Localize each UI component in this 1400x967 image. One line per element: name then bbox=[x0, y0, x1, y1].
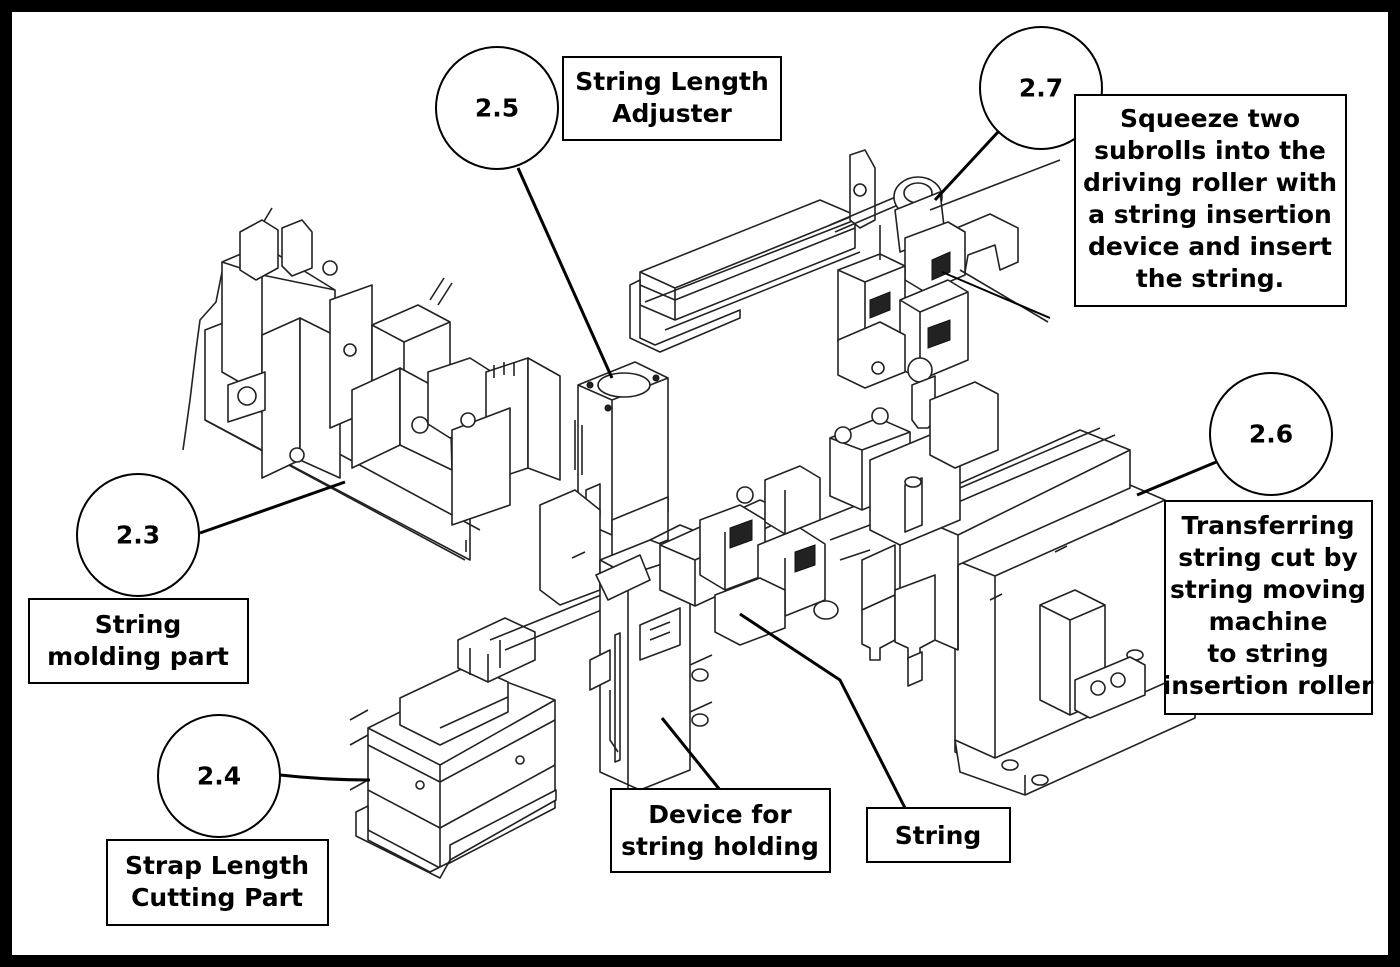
label-string: String bbox=[866, 807, 1011, 863]
label-line: the string. bbox=[1136, 264, 1284, 293]
string-holding-device bbox=[589, 524, 713, 791]
label-line: subrolls into the bbox=[1094, 136, 1326, 165]
label-strap-length-cutting-part: Strap Length Cutting Part bbox=[106, 839, 329, 926]
string-length-adjuster-cylinder bbox=[539, 361, 669, 606]
label-line: machine bbox=[1209, 607, 1328, 636]
svg-text:Transferring: Transferring bbox=[1182, 511, 1355, 540]
svg-text:to string: to string bbox=[1207, 639, 1328, 668]
callout-2-6: 2.6 bbox=[1209, 372, 1333, 496]
svg-text:Device for: Device for bbox=[648, 800, 792, 829]
svg-text:insertion roller: insertion roller bbox=[1163, 671, 1374, 700]
svg-text:Cutting Part: Cutting Part bbox=[131, 883, 303, 912]
svg-text:a string insertion: a string insertion bbox=[1088, 200, 1332, 229]
svg-text:String Length: String Length bbox=[575, 67, 769, 96]
callout-2-5: 2.5 bbox=[435, 46, 559, 170]
label-device-for-string-holding: Device for string holding bbox=[610, 788, 831, 873]
label-line: Cutting Part bbox=[131, 883, 303, 912]
label-line: Transferring bbox=[1182, 511, 1355, 540]
callout-2-3: 2.3 bbox=[76, 473, 200, 597]
callout-number: 2.4 bbox=[197, 762, 241, 791]
svg-text:String: String bbox=[895, 821, 982, 850]
svg-text:Squeeze two: Squeeze two bbox=[1120, 104, 1300, 133]
svg-text:driving roller with: driving roller with bbox=[1083, 168, 1337, 197]
label-line: string holding bbox=[621, 832, 819, 861]
label-string-length-adjuster: String Length Adjuster bbox=[562, 56, 782, 141]
callout-number: 2.6 bbox=[1249, 420, 1293, 449]
svg-text:molding part: molding part bbox=[47, 642, 229, 671]
label-line: Adjuster bbox=[612, 99, 732, 128]
label-line: Strap Length bbox=[125, 851, 309, 880]
label-line: to string bbox=[1207, 639, 1328, 668]
svg-text:Adjuster: Adjuster bbox=[612, 99, 732, 128]
label-line: string moving bbox=[1170, 575, 1366, 604]
svg-text:device and insert: device and insert bbox=[1088, 232, 1332, 261]
label-line: Device for bbox=[648, 800, 792, 829]
label-transferring-string: Transferring string cut by string moving… bbox=[1163, 500, 1374, 715]
svg-text:the string.: the string. bbox=[1136, 264, 1284, 293]
callout-2-4: 2.4 bbox=[157, 714, 281, 838]
label-line: String bbox=[95, 610, 182, 639]
machine-drawing bbox=[182, 149, 1196, 879]
svg-text:machine: machine bbox=[1209, 607, 1328, 636]
svg-text:Strap Length: Strap Length bbox=[125, 851, 309, 880]
callout-number: 2.7 bbox=[1019, 74, 1063, 103]
label-string-molding-part: String molding part bbox=[28, 598, 249, 684]
leader-lines bbox=[199, 130, 1222, 809]
label-line: String bbox=[895, 821, 982, 850]
label-line: molding part bbox=[47, 642, 229, 671]
callout-2-7: 2.7 bbox=[979, 26, 1103, 150]
svg-text:subrolls into the: subrolls into the bbox=[1094, 136, 1326, 165]
svg-text:String: String bbox=[95, 610, 182, 639]
insertion-roller-assembly bbox=[629, 149, 1061, 429]
label-line: device and insert bbox=[1088, 232, 1332, 261]
label-line: insertion roller bbox=[1163, 671, 1374, 700]
svg-text:string holding: string holding bbox=[621, 832, 819, 861]
label-line: a string insertion bbox=[1088, 200, 1332, 229]
svg-text:string moving: string moving bbox=[1170, 575, 1366, 604]
string-molding-assembly bbox=[204, 219, 561, 561]
label-squeeze-subrolls: Squeeze two subrolls into the driving ro… bbox=[1074, 94, 1347, 307]
callout-number: 2.5 bbox=[475, 94, 519, 123]
callout-number: 2.3 bbox=[116, 521, 160, 550]
label-line: Squeeze two bbox=[1120, 104, 1300, 133]
label-line: String Length bbox=[575, 67, 769, 96]
label-line: driving roller with bbox=[1083, 168, 1337, 197]
svg-text:string cut by: string cut by bbox=[1178, 543, 1358, 572]
strap-cutting-block bbox=[349, 617, 557, 879]
transfer-machine-base bbox=[869, 381, 1196, 796]
transfer-rail bbox=[659, 407, 911, 661]
label-line: string cut by bbox=[1178, 543, 1358, 572]
